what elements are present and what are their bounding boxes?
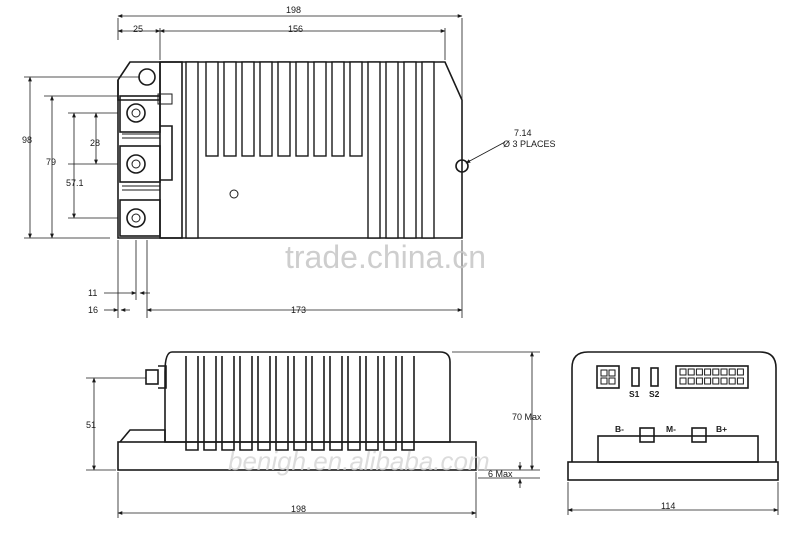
hole-note-places: Ø 3 PLACES bbox=[503, 139, 556, 149]
terminal-2 bbox=[119, 145, 161, 183]
terminal-3 bbox=[119, 199, 161, 237]
mounting-hole-right bbox=[455, 159, 469, 173]
dim-28: 28 bbox=[90, 138, 100, 148]
power-terminal-block bbox=[597, 435, 759, 463]
side-fin bbox=[239, 356, 253, 451]
top-fin bbox=[367, 61, 381, 239]
dim-51: 51 bbox=[86, 420, 96, 430]
top-fin bbox=[277, 61, 291, 157]
connector-pin bbox=[704, 377, 712, 385]
switch-s1 bbox=[631, 367, 640, 387]
top-fin bbox=[259, 61, 273, 157]
label-b-plus: B+ bbox=[716, 424, 727, 434]
dim-79: 79 bbox=[46, 157, 56, 167]
top-fin bbox=[205, 61, 219, 157]
side-fin bbox=[221, 356, 235, 451]
side-fin bbox=[329, 356, 343, 451]
side-fin bbox=[257, 356, 271, 451]
hole-note-diameter: 7.14 bbox=[514, 128, 532, 138]
connector-pin bbox=[695, 368, 703, 376]
connector-pin bbox=[728, 368, 736, 376]
top-fin bbox=[385, 61, 399, 239]
connector-pin bbox=[728, 377, 736, 385]
top-view: 198 25 156 98 79 28 57.1 11 bbox=[22, 5, 556, 318]
top-fin bbox=[223, 61, 237, 157]
terminal-b-minus-post bbox=[639, 427, 655, 443]
terminal-m-minus-post bbox=[691, 427, 707, 443]
side-view-fins bbox=[185, 356, 415, 451]
switch-s2 bbox=[650, 367, 659, 387]
label-s1: S1 bbox=[629, 389, 640, 399]
connector-pin bbox=[679, 377, 687, 385]
side-fin bbox=[275, 356, 289, 451]
connector-pin bbox=[712, 368, 720, 376]
connector-pin bbox=[720, 368, 728, 376]
side-fin bbox=[401, 356, 415, 451]
top-fin bbox=[295, 61, 309, 157]
end-view: S1 S2 B- M- B+ 114 bbox=[567, 351, 779, 515]
connector-pin bbox=[736, 377, 744, 385]
dim-57-1: 57.1 bbox=[66, 178, 84, 188]
label-b-minus: B- bbox=[615, 424, 624, 434]
top-fin bbox=[349, 61, 363, 157]
connector-pin bbox=[679, 368, 687, 376]
connector-left bbox=[596, 365, 620, 389]
connector-pin bbox=[720, 377, 728, 385]
dim-198-top: 198 bbox=[286, 5, 301, 15]
top-fin bbox=[331, 61, 345, 157]
side-fin bbox=[347, 356, 361, 451]
side-terminal bbox=[145, 365, 167, 389]
connector-pin bbox=[687, 377, 695, 385]
top-view-fins bbox=[185, 61, 435, 239]
connector-pin bbox=[695, 377, 703, 385]
connector-pin bbox=[712, 377, 720, 385]
dim-16: 16 bbox=[88, 305, 98, 315]
side-fin bbox=[365, 356, 379, 451]
dim-98: 98 bbox=[22, 135, 32, 145]
center-screw bbox=[229, 189, 239, 199]
dim-6-max: 6 Max bbox=[488, 469, 513, 479]
top-fin bbox=[403, 61, 417, 239]
connector-pin bbox=[736, 368, 744, 376]
top-fin bbox=[313, 61, 327, 157]
top-fin bbox=[421, 61, 435, 239]
label-m-minus: M- bbox=[666, 424, 676, 434]
mounting-hole-top-left bbox=[138, 68, 156, 86]
watermark-trade-china: trade.china.cn bbox=[285, 239, 486, 275]
side-fin bbox=[185, 356, 199, 451]
label-s2: S2 bbox=[649, 389, 660, 399]
terminal-1 bbox=[119, 93, 173, 133]
dim-156: 156 bbox=[288, 24, 303, 34]
side-view: 51 70 Max 6 Max 198 bbox=[86, 351, 542, 518]
dim-70-max: 70 Max bbox=[512, 412, 542, 422]
side-fin bbox=[293, 356, 307, 451]
dim-11: 11 bbox=[88, 288, 97, 298]
connector-pin bbox=[704, 368, 712, 376]
dim-198-side: 198 bbox=[291, 504, 306, 514]
side-fin bbox=[203, 356, 217, 451]
watermark-benigh: benigh.en.alibaba.com bbox=[228, 446, 490, 476]
top-fin bbox=[241, 61, 255, 157]
connector-pin bbox=[687, 368, 695, 376]
dim-114: 114 bbox=[661, 501, 675, 511]
top-fin bbox=[185, 61, 199, 239]
side-fin bbox=[383, 356, 397, 451]
dim-25: 25 bbox=[133, 24, 143, 34]
dim-173: 173 bbox=[291, 305, 306, 315]
side-fin bbox=[311, 356, 325, 451]
connector-main bbox=[675, 365, 749, 389]
